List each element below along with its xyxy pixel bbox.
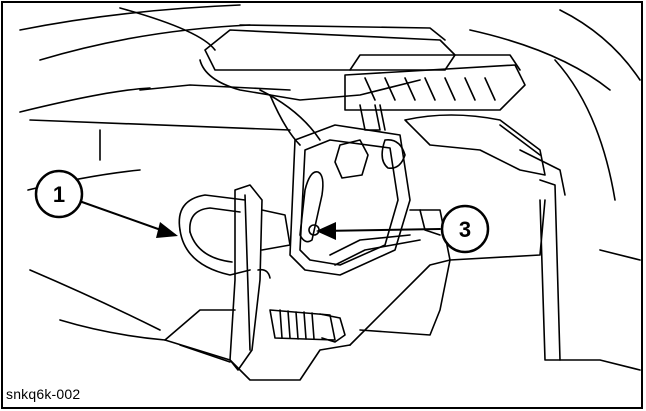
callout-3: 3 [440,204,490,254]
background-panel [19,4,641,261]
figure-id-label: snkq6k-002 [6,386,81,402]
hood-latch-bracket [199,24,566,196]
striker-loop [178,194,251,276]
latch-base [29,179,641,381]
leader-line-3 [319,228,441,232]
adjustment-bolt [269,309,346,343]
arrowhead-3 [316,222,336,240]
latch-plate [289,124,421,276]
arrowhead-1 [156,222,178,238]
callout-3-label: 3 [459,217,471,242]
release-lever [229,184,291,371]
callout-1-label: 1 [53,182,65,207]
callout-1: 1 [34,169,84,219]
